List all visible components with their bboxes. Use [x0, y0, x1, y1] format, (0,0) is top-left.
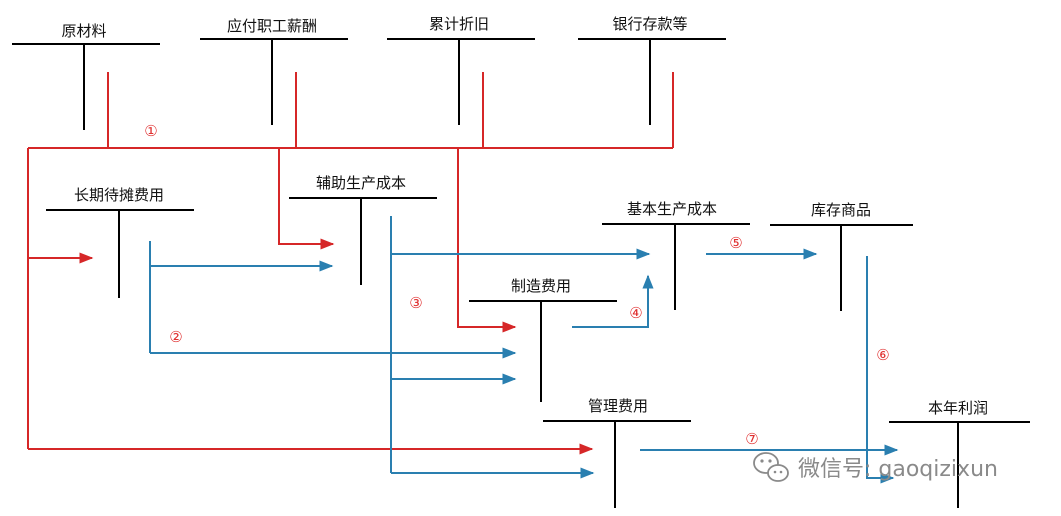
- step-7: ⑦: [745, 430, 758, 448]
- title-long-term-prepaid: 长期待摊费用: [74, 186, 164, 204]
- title-payroll-payable: 应付职工薪酬: [227, 17, 317, 35]
- blue-flows: [149, 216, 899, 484]
- red-flows: [27, 72, 674, 455]
- watermark: 微信号: gaoqizixun: [753, 452, 998, 482]
- watermark-text: 微信号: gaoqizixun: [798, 457, 998, 482]
- title-bank-deposits: 银行存款等: [612, 15, 687, 33]
- step-4: ④: [629, 304, 642, 322]
- title-basic-production: 基本生产成本: [627, 200, 717, 218]
- red-arrow-to-overhead: [457, 148, 517, 333]
- step-3: ③: [409, 294, 422, 312]
- step-2: ②: [169, 328, 182, 346]
- title-raw-materials: 原材料: [61, 22, 106, 40]
- step-5: ⑤: [729, 234, 742, 252]
- t-account-manufacturing-overhead: [469, 300, 617, 402]
- title-accumulated-depreciation: 累计折旧: [429, 15, 489, 33]
- t-account-accumulated-depreciation: [387, 38, 535, 125]
- blue-arrow-inventory-to-profit: [866, 256, 895, 484]
- title-current-year-profit: 本年利润: [928, 399, 988, 417]
- title-manufacturing-overhead: 制造费用: [511, 277, 571, 295]
- t-account-bank-deposits: [578, 38, 726, 125]
- step-1: ①: [144, 122, 157, 140]
- t-account-raw-materials: [12, 43, 160, 130]
- red-collector-line: [28, 72, 674, 149]
- title-inventory-goods: 库存商品: [811, 201, 871, 219]
- wechat-icon: [753, 452, 789, 482]
- t-account-current-year-profit: [889, 421, 1030, 508]
- t-account-basic-production: [602, 223, 750, 310]
- t-account-payroll-payable: [200, 38, 348, 125]
- t-account-inventory-goods: [770, 224, 913, 311]
- step-6: ⑥: [876, 346, 889, 364]
- title-admin-expenses: 管理费用: [588, 397, 648, 415]
- title-auxiliary-production: 辅助生产成本: [316, 174, 406, 192]
- red-arrow-to-auxiliary: [278, 148, 335, 250]
- blue-arrow-overhead-to-basic: [572, 274, 654, 328]
- t-account-auxiliary-production: [289, 197, 437, 285]
- t-account-long-term-prepaid: [46, 209, 194, 298]
- t-account-admin-expenses: [543, 420, 691, 508]
